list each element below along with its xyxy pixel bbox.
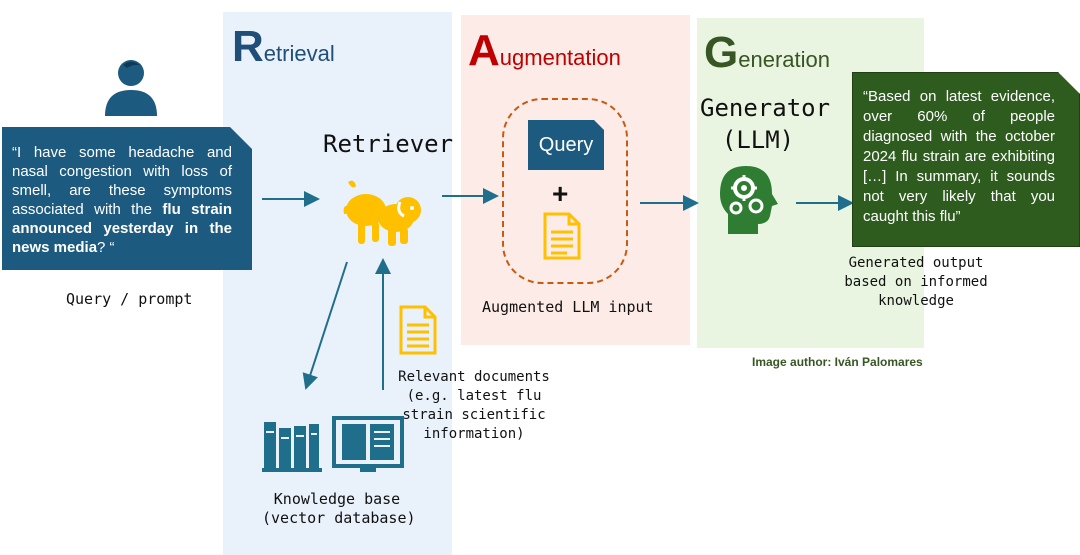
query-box: “I have some headache and nasal congesti… <box>2 127 252 270</box>
dog-icon <box>343 180 421 246</box>
generator-label: Generator (LLM) <box>700 94 831 154</box>
generation-title: Generation <box>704 28 830 77</box>
augmentation-panel <box>461 15 690 345</box>
query-chip: Query <box>528 120 604 170</box>
augmented-input-caption: Augmented LLM input <box>482 298 654 316</box>
brain-gears-icon <box>720 166 778 234</box>
generated-output-caption: Generated output based on informed knowl… <box>844 255 988 309</box>
relevant-documents-caption: Relevant documents (e.g. latest flu stra… <box>398 369 550 442</box>
knowledge-base-caption: Knowledge base (vector database) <box>262 490 416 527</box>
augmented-input-group <box>502 98 628 284</box>
retrieval-title: Retrieval <box>232 22 335 71</box>
retriever-label: Retriever <box>323 130 454 158</box>
augmentation-title: Augmentation <box>468 26 621 75</box>
generated-answer-box: “Based on latest evidence, over 60% of p… <box>852 72 1080 247</box>
plus-sign: + <box>552 178 569 209</box>
open-book-icon <box>332 416 404 472</box>
image-credit: Image author: Iván Palomares <box>752 355 923 369</box>
books-icon <box>262 422 322 472</box>
document-icon <box>543 212 581 260</box>
document-icon <box>399 305 437 355</box>
query-caption: Query / prompt <box>66 290 193 308</box>
user-icon <box>105 60 157 116</box>
